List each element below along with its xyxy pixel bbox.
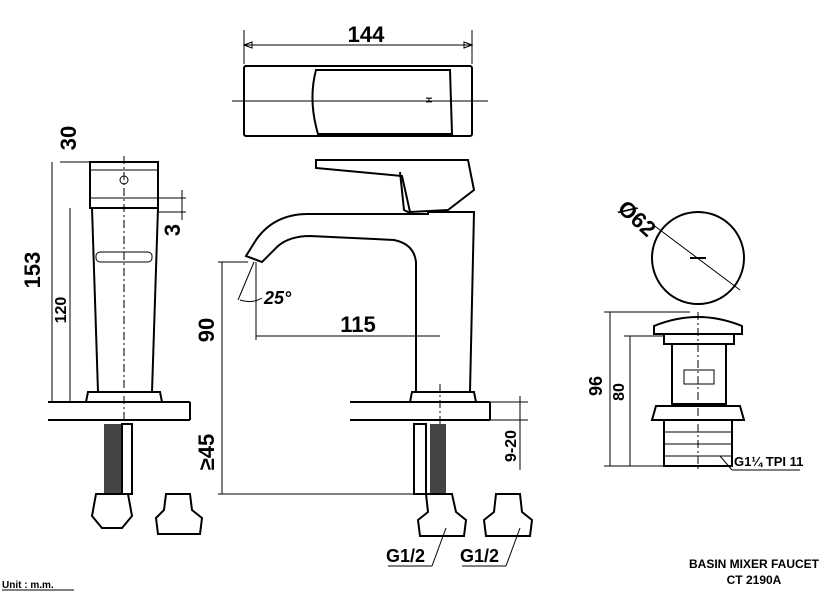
front-view-nut-right [482, 493, 534, 537]
front-view-nut-left [416, 493, 468, 537]
drain-cap [653, 316, 743, 335]
dim-spout-height: 90 [194, 318, 219, 342]
side-view: 30 153 120 3 [20, 126, 204, 535]
dim-below-counter: ≥45 [194, 434, 219, 471]
product-name: BASIN MIXER FAUCET [689, 557, 820, 571]
side-view-hose [104, 424, 122, 494]
drain-nut [650, 405, 746, 421]
front-view-body [244, 211, 476, 393]
front-view-handle-lever [399, 171, 413, 215]
dim-drain-diameter: Ø62 [613, 195, 661, 241]
front-view: 25° 115 90 ≥45 9-20 G1/2 G1/2 [194, 159, 534, 567]
spout-angle-line [237, 261, 255, 301]
thread-drain: G1¼ TPI 11 [734, 454, 803, 469]
front-view-handle [315, 159, 476, 214]
drain-body [671, 343, 727, 405]
dim-body-height: 120 [53, 297, 70, 324]
dim-arrow [463, 41, 474, 49]
dim-drain-body: 80 [611, 383, 628, 401]
side-view-shank [121, 423, 133, 495]
unit-note: Unit : m.m. [2, 580, 54, 591]
dim-drain-total: 96 [586, 376, 606, 396]
dim-arrow [242, 41, 253, 49]
drain-flange [663, 333, 735, 345]
drain-top-circle [651, 211, 745, 305]
dim-spout-reach: 115 [340, 312, 376, 337]
dim-top-width: 144 [348, 22, 385, 47]
dim-counter-thickness: 9-20 [503, 430, 520, 462]
model-number: CT 2190A [727, 573, 782, 587]
drain-overflow [683, 369, 715, 385]
front-view-shank [413, 423, 427, 495]
side-view-body [90, 207, 160, 393]
top-view-handle-outline [311, 69, 454, 135]
drain-thread-leader [719, 455, 733, 471]
side-view-nut-right [154, 493, 204, 535]
spout-angle-arc [239, 297, 263, 303]
thread-inlet-right: G1/2 [460, 546, 499, 566]
thread-leader [431, 527, 447, 567]
side-view-nut [90, 493, 134, 529]
dim-total-height: 153 [20, 252, 45, 289]
dim-spout-angle: 25° [263, 288, 292, 308]
dim-step: 3 [160, 224, 185, 236]
thread-leader [505, 527, 521, 567]
thread-inlet-left: G1/2 [386, 546, 425, 566]
top-view: 144 H [232, 22, 488, 137]
handle-mark: H [425, 97, 434, 103]
dim-head-height: 30 [56, 126, 81, 150]
front-view-hose [430, 424, 446, 494]
front-view-base [408, 391, 478, 403]
drain-view: Ø62 96 80 G1¼ TPI 11 [586, 195, 803, 471]
